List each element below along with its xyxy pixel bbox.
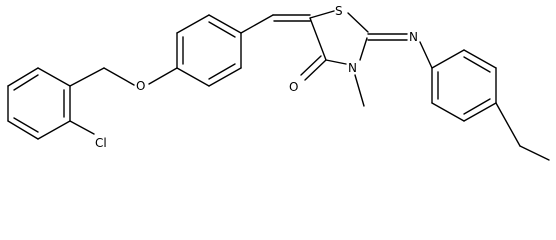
- imine-aryl-bond: [419, 41, 433, 69]
- carbonyl-oxygen-label: O: [289, 80, 298, 94]
- chlorophenyl-ring: [7, 67, 71, 140]
- ethylphenyl-ring: [431, 49, 497, 122]
- thiazolidinone-ring: [309, 10, 369, 65]
- ring-nitrogen-label: N: [348, 61, 357, 75]
- methyl-bond: [354, 74, 365, 107]
- benzyl-bond: [69, 67, 105, 87]
- sulfur-label: S: [335, 4, 343, 18]
- molecule-diagram: Cl O S N O N: [7, 4, 550, 161]
- carbonyl-bond-b: [300, 55, 322, 76]
- benzylidene-ring: [176, 14, 242, 87]
- chlorine-label: Cl: [95, 136, 107, 150]
- carbonyl-bond-a: [304, 59, 327, 81]
- ethyl-bond-1: [495, 102, 521, 147]
- ether-bond-1: [103, 67, 135, 86]
- structure-drawing: Cl O S N O N: [7, 4, 550, 161]
- methine-bond: [240, 14, 274, 34]
- chlorine-bond: [69, 120, 95, 135]
- ether-oxygen-label: O: [136, 79, 145, 93]
- ether-bond-2: [148, 67, 178, 85]
- imine-nitrogen-label: N: [409, 30, 418, 44]
- ethyl-bond-2: [519, 145, 550, 161]
